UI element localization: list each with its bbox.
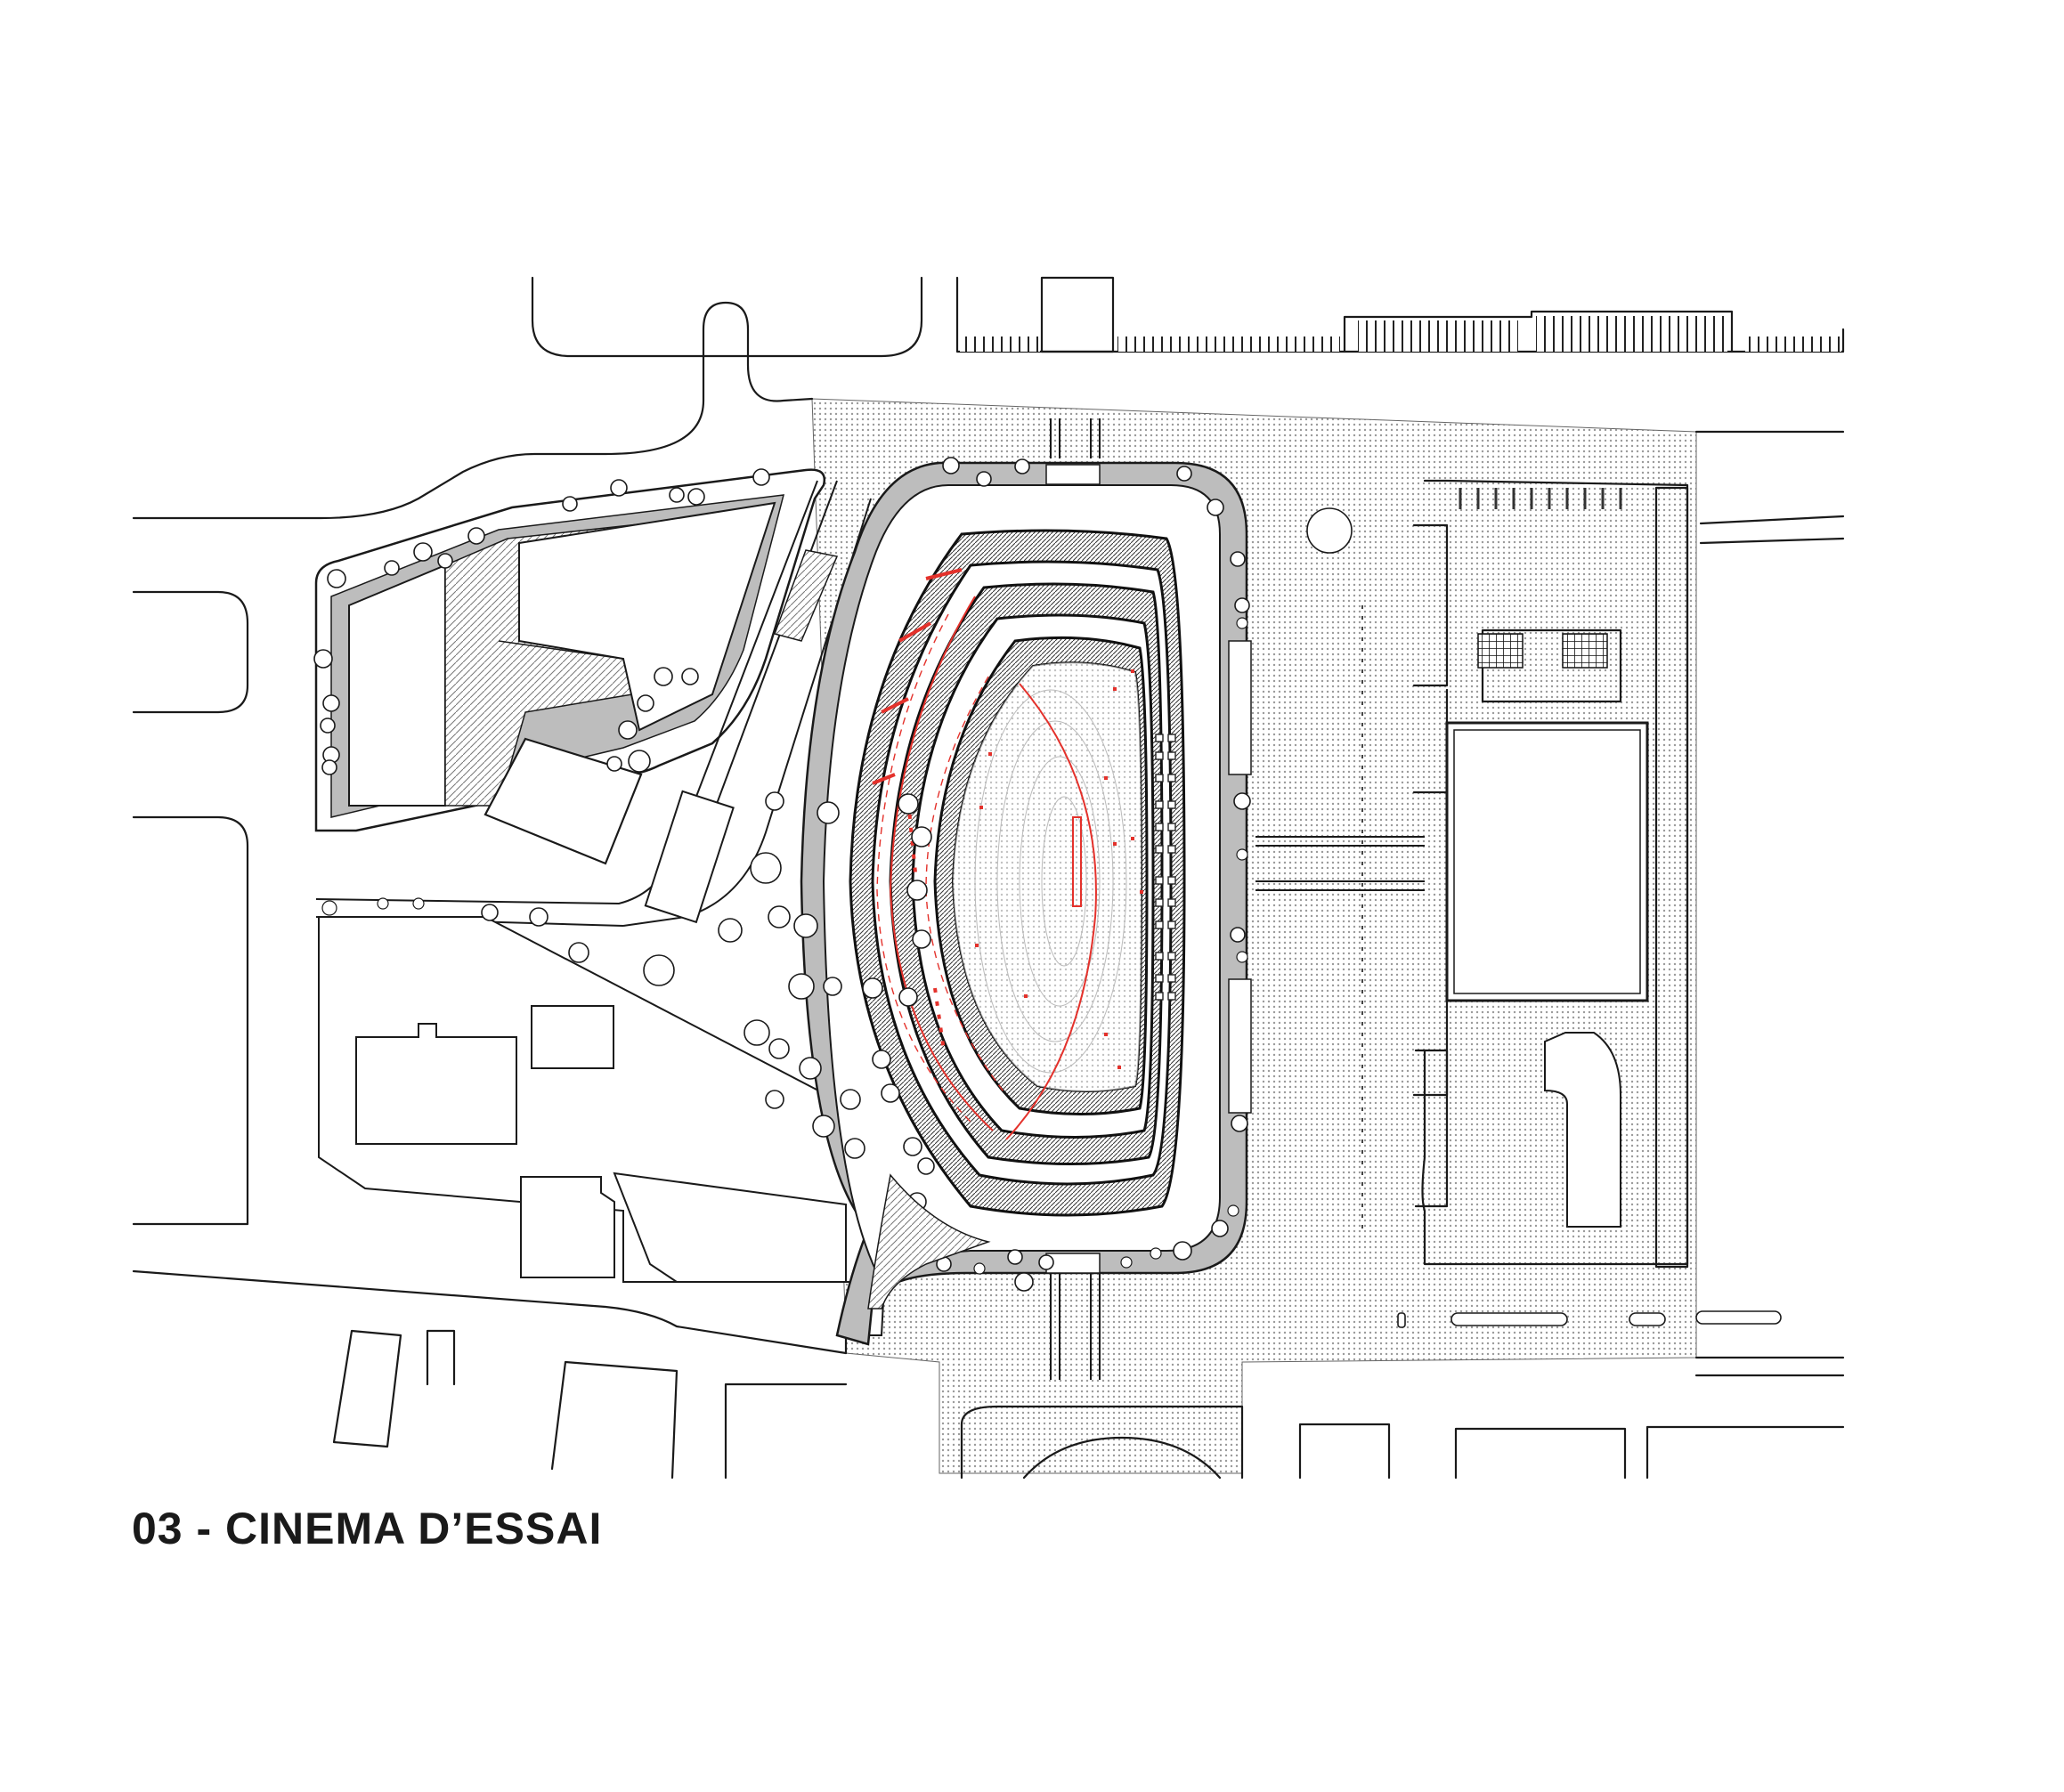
pedestrian-bridge — [1050, 418, 1425, 1380]
lower-left-buildings — [318, 916, 892, 1336]
drawing-title: 03 - CINEMA D’ESSAI — [132, 1504, 603, 1553]
terrace-fan — [867, 1173, 991, 1310]
red-dots — [975, 669, 1143, 1069]
park-block-left — [314, 468, 826, 865]
trees — [313, 457, 1251, 1292]
facade-ticks — [960, 316, 1841, 352]
bollards — [1306, 507, 1782, 1328]
kiosk — [644, 790, 735, 924]
shrubs — [321, 617, 1248, 1275]
theatre-building-right — [1445, 633, 1649, 1228]
street-outlines — [132, 276, 1845, 1480]
cinema-amphitheatre — [800, 461, 1252, 1346]
road-dashes — [1459, 488, 1622, 509]
